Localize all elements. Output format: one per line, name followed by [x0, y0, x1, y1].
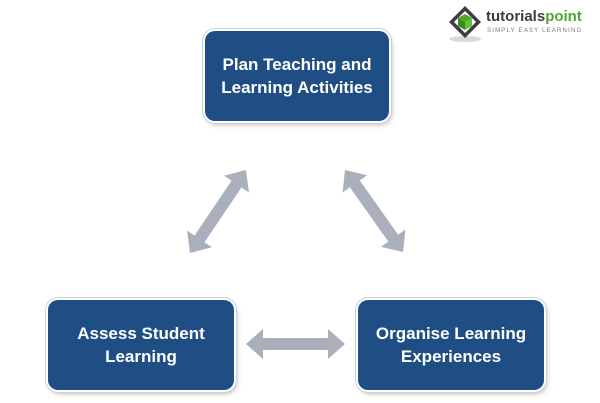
node-assess-student: Assess Student Learning: [48, 300, 234, 390]
logo-brand-text: tutorialspoint: [486, 8, 582, 25]
node-assess-student-label: Assess Student Learning: [77, 324, 205, 366]
tutorialspoint-logo-icon: [449, 6, 481, 42]
tutorialspoint-logo: tutorialspoint SIMPLY EASY LEARNING: [446, 4, 594, 44]
node-organise-learning-label: Organise Learning Experiences: [375, 324, 527, 366]
arrow-assess-organise-double: [246, 329, 345, 359]
arrow-plan-organise-double: [342, 170, 406, 252]
node-plan-teaching-label: Plan Teaching and Learning Activities: [221, 55, 373, 97]
arrow-plan-assess-double: [187, 170, 249, 253]
node-organise-learning: Organise Learning Experiences: [358, 300, 544, 390]
node-plan-teaching: Plan Teaching and Learning Activities: [205, 31, 389, 121]
logo-brand-accent: point: [545, 8, 582, 25]
logo-tagline: SIMPLY EASY LEARNING: [487, 28, 583, 34]
logo-brand-main: tutorials: [486, 8, 546, 25]
